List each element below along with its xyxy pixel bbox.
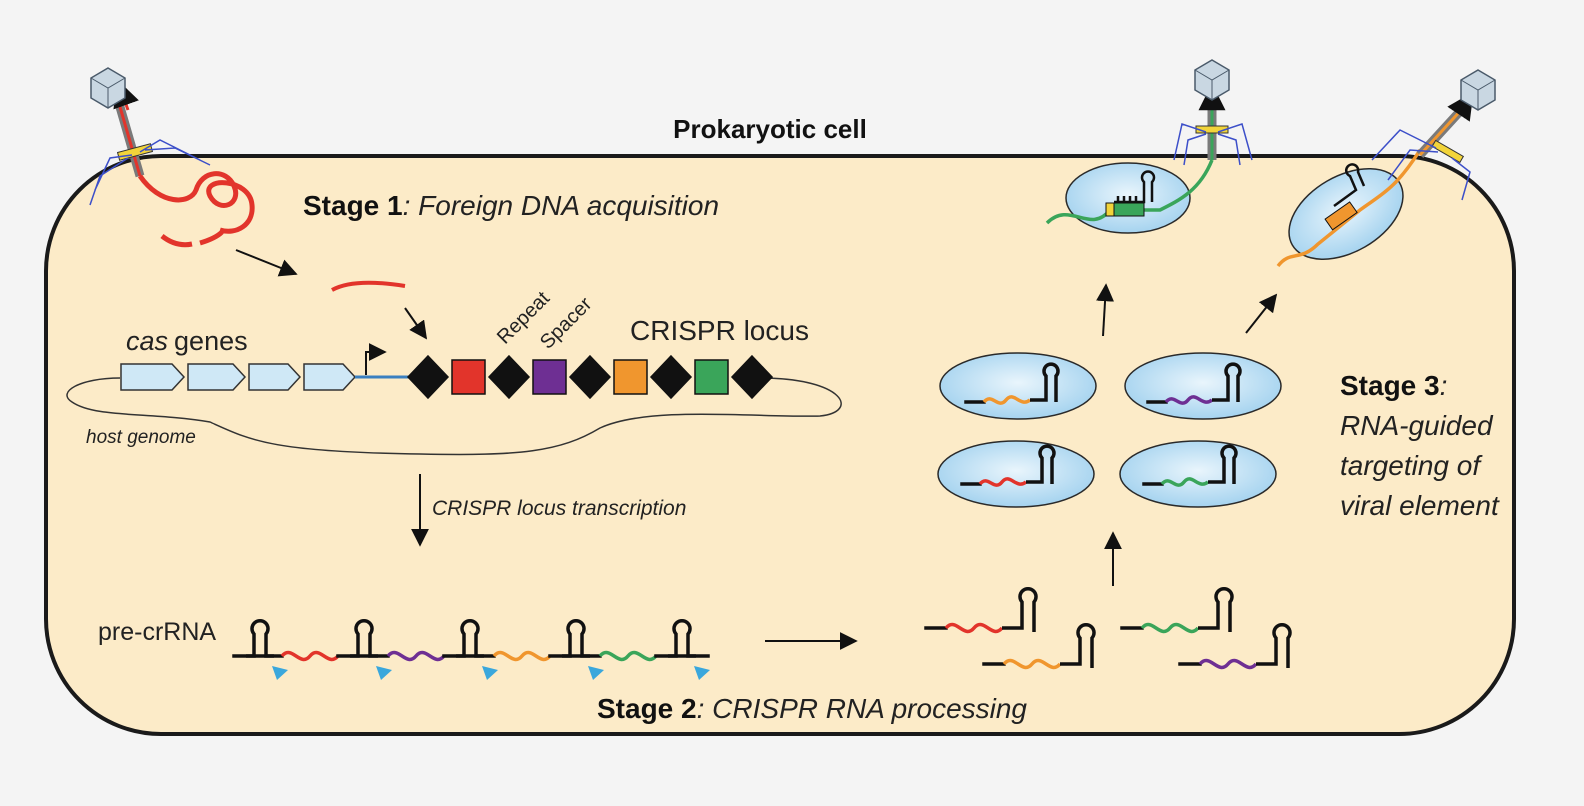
cas-complex-icon [937, 440, 1095, 508]
cleavage-arrow-icon [588, 666, 604, 680]
acquisition-arrow [235, 249, 298, 277]
repeat-diamond-icon [649, 354, 693, 400]
foreign-dna-fragment [160, 230, 224, 248]
cas-gene-2 [187, 363, 247, 391]
pre-crrna-label: pre-crRNA [98, 618, 216, 646]
repeat-diamond-icon [487, 354, 531, 400]
stage3-desc-line2: targeting of [1340, 450, 1483, 481]
targeting-arrow-green [1096, 283, 1115, 337]
repeat-diamond-icon [730, 354, 774, 400]
mature-crrnas [924, 586, 1292, 670]
crrna-hairpin-icon [1120, 586, 1234, 634]
targeting-arrow-orange [1245, 293, 1278, 334]
cleavage-arrow-icon [272, 666, 288, 680]
cleavage-arrow-icon [376, 666, 392, 680]
crispr-locus-label: CRISPR locus [630, 315, 809, 346]
crrna-hairpin-icon [924, 586, 1038, 634]
bacteriophage-icon [1371, 69, 1496, 201]
foreign-dna-strand [137, 171, 255, 234]
crrna-hairpin-icon [1178, 622, 1292, 670]
cas-complex-icon [1119, 440, 1277, 508]
cas-complexes [937, 352, 1282, 508]
spacer-square-icon [694, 359, 729, 395]
stage3-desc-line3: viral element [1340, 490, 1500, 521]
protospacer-fragment [331, 280, 406, 292]
cas-gene-1 [120, 363, 186, 391]
cleavage-arrow-icon [482, 666, 498, 680]
cleavage-arrow-icon [694, 666, 710, 680]
repeat-diamond-icon [568, 354, 612, 400]
targeting-complex-green [1045, 159, 1214, 234]
integration-arrow [404, 307, 428, 340]
cas-gene-4 [303, 363, 357, 391]
host-genome-loop [66, 377, 842, 456]
diagram-title: Prokaryotic cell [673, 114, 867, 144]
promoter-arrow-icon [365, 343, 387, 375]
cas-gene-3 [248, 363, 302, 391]
pre-crrna-transcript [232, 618, 710, 662]
crispr-array [406, 354, 774, 400]
stage3-desc-line1: RNA-guided [1340, 410, 1494, 441]
bacteriophage-icon [89, 67, 211, 206]
repeat-diamond-icon [406, 354, 450, 400]
spacer-square-icon [613, 359, 648, 395]
spacer-square-icon [451, 359, 486, 395]
stage2-label: Stage 2: CRISPR RNA processing [597, 693, 1027, 724]
host-genome-label: host genome [86, 427, 196, 448]
transcription-label: CRISPR locus transcription [432, 497, 686, 520]
bacteriophage-icon [1173, 59, 1253, 166]
cas-complex-icon [1124, 352, 1282, 420]
targeting-complex-orange [1276, 149, 1422, 268]
cleavage-site-markers [272, 666, 710, 680]
cas-complex-icon [939, 352, 1097, 420]
stage3-label: Stage 3: [1340, 370, 1447, 401]
cas-gene-arrows [120, 363, 357, 391]
crrna-hairpin-icon [982, 622, 1096, 670]
stage1-label: Stage 1: Foreign DNA acquisition [303, 190, 719, 221]
prokaryotic-cell-membrane [44, 154, 1516, 736]
spacer-square-icon [532, 359, 567, 395]
